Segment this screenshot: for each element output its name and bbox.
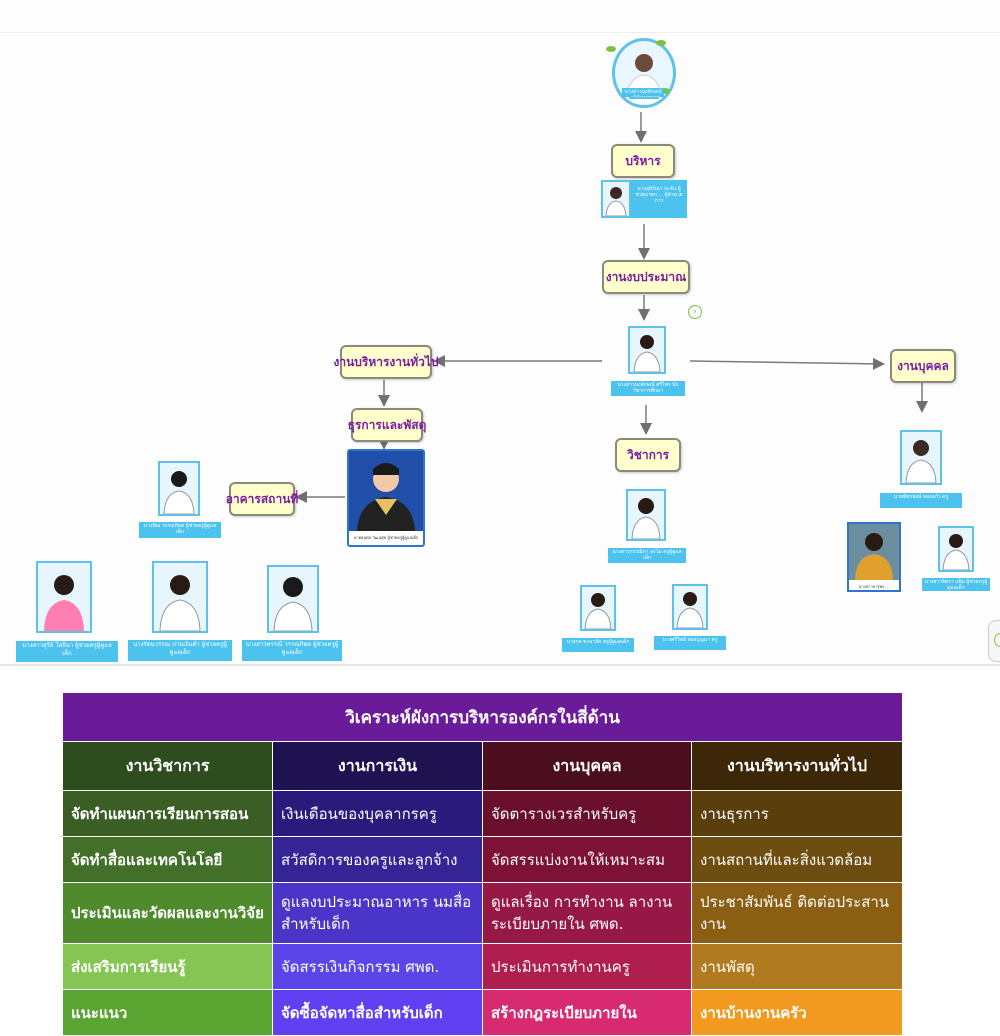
table-cell: งานธุรการ	[690, 790, 904, 837]
person-photo-icon	[849, 524, 899, 580]
caption-personnel-head: นายพัชรพงษ์ ทองแก้ว ครู	[880, 493, 962, 508]
table-cell: จัดทำแผนการเรียนการสอน	[62, 790, 273, 837]
table-cell: แนะแนว	[62, 989, 273, 1036]
label-personnel[interactable]: งานบุคคล	[890, 349, 956, 383]
connector-lines	[295, 112, 928, 503]
person-photo-icon	[633, 335, 661, 372]
expand-circle-icon	[994, 633, 1000, 647]
person-photo-icon	[163, 471, 195, 514]
table-cell: จัดทำสื่อและเทคโนโลยี	[62, 836, 273, 883]
table-cell: ประเมินการทำงานครู	[482, 943, 692, 990]
caption-academic-head: นางสาวกรรณิกา ละไม ครูผู้ดูแลเด็ก	[608, 548, 686, 563]
person-photo-clerk[interactable]: นายธนพล วัฒนสุข ผู้ช่วยครูผู้ดูแลเด็ก	[347, 449, 425, 547]
table-cell: งานพัสดุ	[690, 943, 904, 990]
caption-admin: นางอุษิร์ณา ปะจัน ผู้ช่วยนายก ... ผู้อำน…	[631, 180, 687, 218]
person-photo-icon	[905, 440, 937, 483]
divider	[0, 32, 1000, 33]
org-chart: นางสาวนงลักษณ์ ... ผู้อำนวยการ บริหาร งา…	[0, 32, 1000, 666]
caption-academic-b: นางศรีวิทย์ ทองบุญมา ครู	[654, 636, 726, 650]
table-cell: จัดสรรเงินกิจกรรม ศพด.	[272, 943, 483, 990]
column-header: งานการเงิน	[272, 741, 483, 791]
divider	[0, 664, 1000, 666]
table-cell: งานบ้านงานครัว	[690, 989, 904, 1036]
table-cell: ดูแลเรื่อง การทำงาน ลางาน ระเบียบภายใน ศ…	[482, 882, 692, 944]
table-cell: จัดตารางเวรสำหรับครู	[482, 790, 692, 837]
table-row: ประเมินและวัดผลและงานวิจัยดูแลงบประมาณอา…	[62, 882, 904, 944]
table-row: แนะแนวจัดซื้อจัดหาสื่อสำหรับเด็กสร้างกฎร…	[62, 989, 904, 1036]
person-photo-icon	[159, 575, 201, 631]
table-cell: ส่งเสริมการเรียนรู้	[62, 943, 273, 990]
person-photo-icon	[605, 187, 627, 216]
person-photo-icon	[349, 451, 423, 531]
director-caption: นางสาวนงลักษณ์ ... ผู้อำนวยการ	[622, 88, 664, 97]
table-cell: สวัสดิการของครูและลูกจ้าง	[272, 836, 483, 883]
side-scroll-handle[interactable]	[988, 620, 1000, 662]
expand-circle-icon[interactable]: ›	[688, 305, 702, 319]
person-photo-personnel-head[interactable]	[900, 430, 942, 485]
person-photo-admin[interactable]	[601, 180, 631, 218]
table-cell: ประเมินและวัดผลและงานวิจัย	[62, 882, 273, 944]
caption-personnel-a: นางสาวจารุพร ...	[858, 584, 890, 589]
person-photo-icon	[44, 575, 84, 631]
caption-building-a: นางสาวสุรีย์ โสจีนา ผู้ช่วยครูผู้ดูแลเด็…	[16, 641, 118, 662]
person-photo-icon	[273, 577, 313, 631]
person-photo-icon	[584, 593, 612, 629]
caption-budget: นางสาวนงลักษณ์ ศรีไพร นักวิชาการศึกษา	[611, 381, 685, 396]
caption-building-c: นางสาวพรรณี วรรณกิตต ผู้ช่วยครูผู้ดูแลเด…	[242, 640, 342, 661]
director-photo[interactable]	[612, 38, 676, 108]
person-photo-icon	[942, 534, 970, 570]
caption-personnel-b: นางสาวจิตรา แย้ม ผู้ช่วยครูผู้ดูแลเด็ก	[922, 578, 990, 591]
table-row: ส่งเสริมการเรียนรู้จัดสรรเงินกิจกรรม ศพด…	[62, 943, 904, 990]
table-cell: เงินเดือนของบุคลากรครู	[272, 790, 483, 837]
table-cell: ประชาสัมพันธ์ ติดต่อประสานงาน	[690, 882, 904, 944]
person-photo-personnel-a[interactable]: นางสาวจารุพร ...	[847, 522, 901, 592]
table-cell: ดูแลงบประมาณอาหาร นมสื่อสำหรับเด็ก	[272, 882, 483, 944]
table-cell: งานสถานที่และสิ่งแวดล้อม	[690, 836, 904, 883]
leaf-decoration	[660, 88, 670, 94]
person-photo-icon	[676, 592, 704, 628]
leaf-decoration	[656, 40, 666, 46]
person-photo-icon	[631, 498, 661, 539]
table-title: วิเคราะห์ผังการบริหารองค์กรในสี่ด้าน	[61, 692, 904, 742]
caption-building-head: นางพิณ วรรณกิตต ผู้ช่วยครูผู้ดูแลเด็ก	[139, 522, 221, 538]
leaf-decoration	[606, 46, 616, 52]
person-photo-building-head[interactable]	[158, 461, 200, 516]
label-budget[interactable]: งานงบประมาณ	[602, 260, 690, 294]
person-photo-academic-b[interactable]	[672, 584, 708, 630]
table-row: จัดทำแผนการเรียนการสอนเงินเดือนของบุคลาก…	[62, 790, 904, 837]
person-photo-budget[interactable]	[628, 326, 666, 374]
analysis-table: วิเคราะห์ผังการบริหารองค์กรในสี่ด้าน งาน…	[61, 692, 904, 1036]
column-header: งานบริหารงานทั่วไป	[690, 741, 904, 791]
column-header: งานบุคคล	[482, 741, 692, 791]
label-building[interactable]: อาคารสถานที่	[226, 482, 298, 516]
person-photo-building-b[interactable]	[152, 561, 208, 633]
table-cell: จัดสรรแบ่งงานให้เหมาะสม	[482, 836, 692, 883]
label-general-admin[interactable]: งานบริหารงานทั่วไป	[333, 345, 439, 379]
column-header: งานวิชาการ	[62, 741, 273, 791]
caption-clerk: นายธนพล วัฒนสุข ผู้ช่วยครูผู้ดูแลเด็ก	[353, 535, 419, 540]
table-row: จัดทำสื่อและเทคโนโลยีสวัสดิการของครูและล…	[62, 836, 904, 883]
caption-building-b: นางรัตนวรรณ ปานเงินคำ ผู้ช่วยครูผู้ดูแลเ…	[128, 640, 232, 661]
person-photo-academic-a[interactable]	[580, 585, 616, 631]
label-clerical-supplies[interactable]: ธุรการและพัสดุ	[348, 408, 426, 442]
caption-academic-a: นางกุล ขะมาลัย ครูผู้ดูแลเด็ก	[562, 638, 634, 652]
table-cell: สร้างกฎระเบียบภายใน	[482, 989, 692, 1036]
person-photo-building-a[interactable]	[36, 561, 92, 633]
person-photo-academic-head[interactable]	[626, 489, 666, 541]
label-admin[interactable]: บริหาร	[611, 144, 675, 178]
person-photo-personnel-b[interactable]	[938, 526, 974, 572]
label-academic[interactable]: วิชาการ	[615, 438, 681, 472]
table-cell: จัดซื้อจัดหาสื่อสำหรับเด็ก	[272, 989, 483, 1036]
person-photo-building-c[interactable]	[267, 565, 319, 633]
